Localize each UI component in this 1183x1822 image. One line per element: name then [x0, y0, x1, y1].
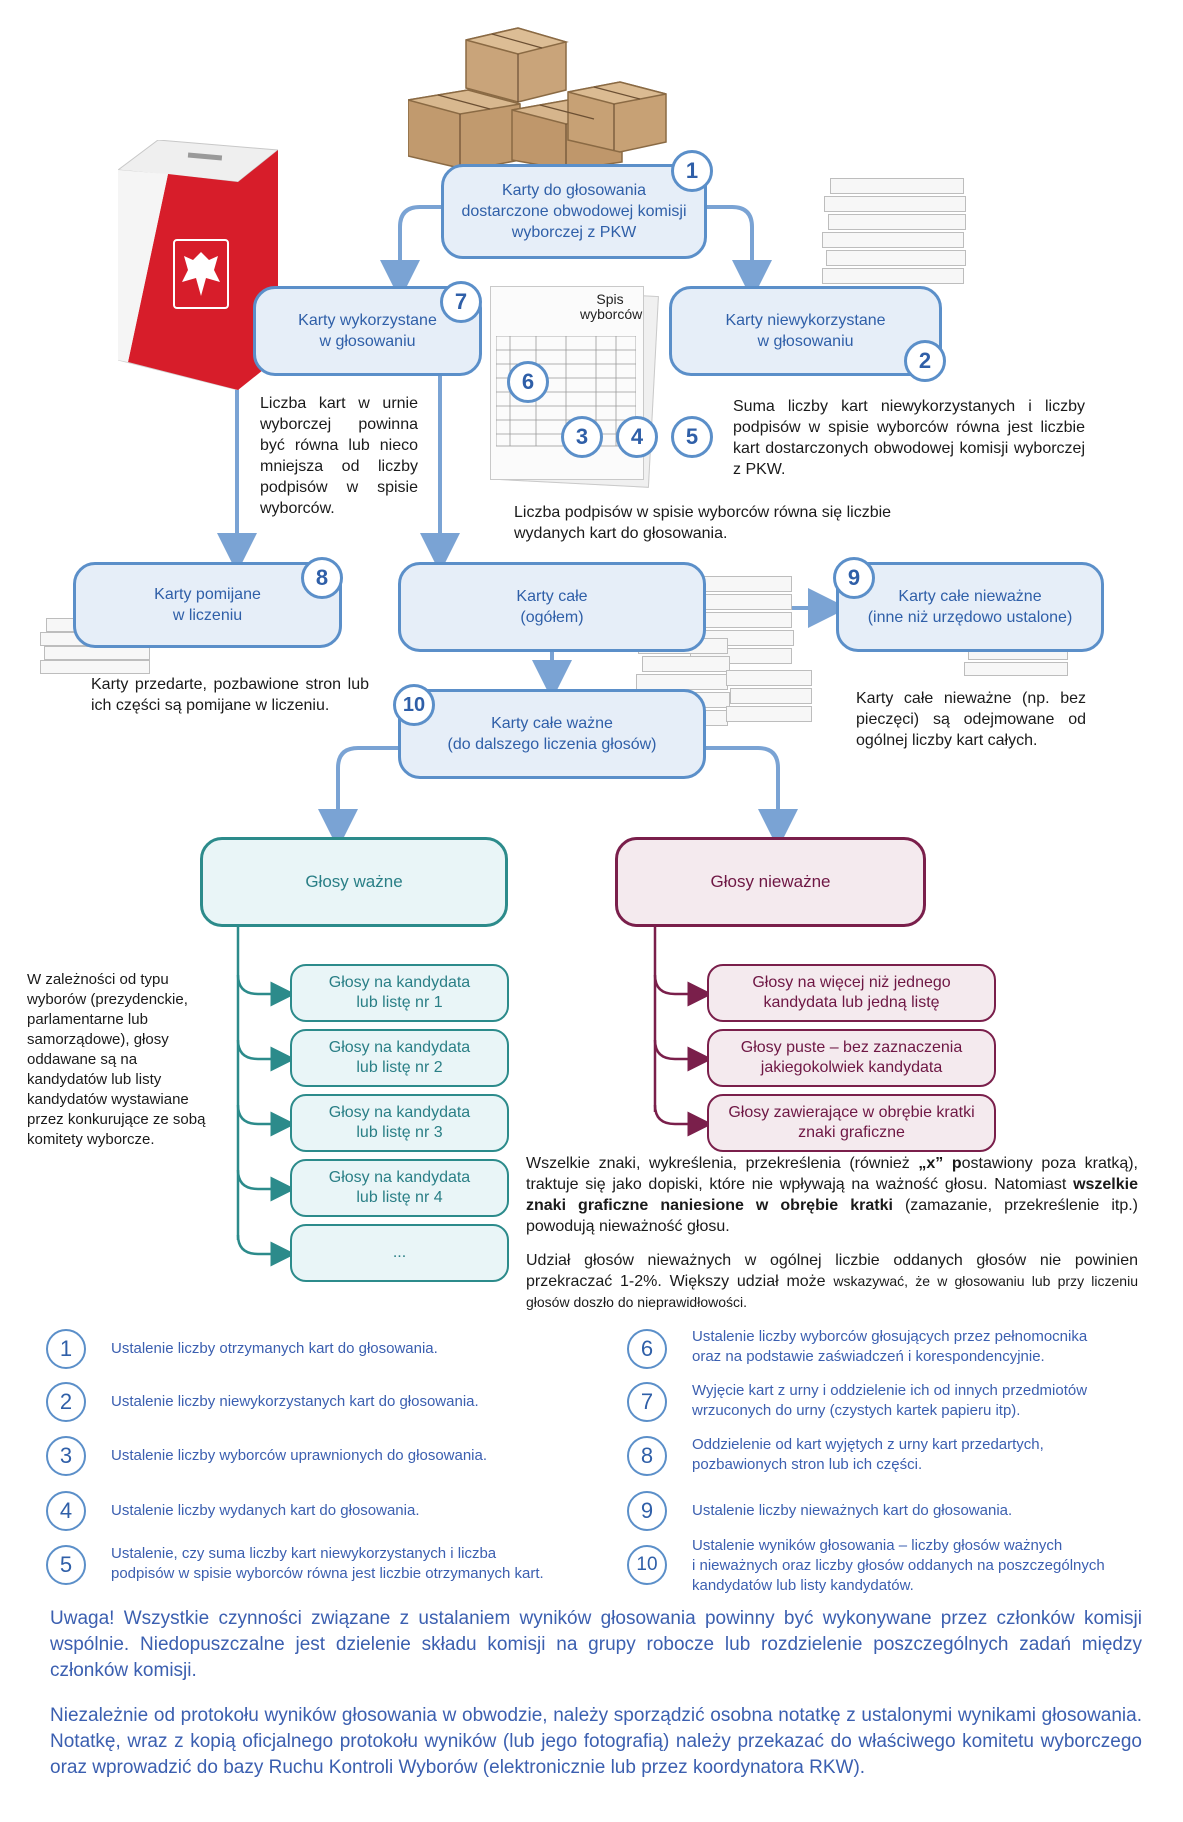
- step-number-9: 9: [833, 557, 875, 599]
- legend-text: Ustalenie wyników głosowania – liczby gł…: [692, 1537, 1105, 1594]
- legend-number: 2: [46, 1382, 86, 1422]
- valid-branch-1: [236, 974, 296, 1007]
- arrow-1-to-2: [705, 205, 772, 300]
- legend-number: 5: [46, 1545, 86, 1585]
- share-note: Udział głosów nieważnych w ogólnej liczb…: [526, 1252, 1138, 1310]
- step-number-8: 8: [301, 557, 343, 599]
- marks-note: Wszelkie znaki, wykreślenia, przekreślen…: [526, 1155, 1138, 1235]
- legend-number: 3: [46, 1436, 86, 1476]
- legend-number: 9: [627, 1491, 667, 1531]
- step-number-1: 1: [671, 150, 713, 192]
- legend: 1 Ustalenie liczby otrzymanych kart do g…: [0, 1320, 1183, 1610]
- legend-number: 1: [46, 1329, 86, 1369]
- valid-side-note: W zależności od typu wyborów (prezydenck…: [27, 971, 206, 1148]
- step-number-5: 5: [671, 416, 713, 458]
- step-number-6: 6: [507, 361, 549, 403]
- invalid-branch-2: [653, 1039, 713, 1072]
- legend-number: 8: [627, 1436, 667, 1476]
- legend-text: Wyjęcie kart z urny i oddzielenie ich od…: [692, 1382, 1088, 1419]
- arrow-10-to-valid: [318, 746, 398, 849]
- parcels-icon: [408, 27, 667, 170]
- notatka-note: Niezależnie od protokołu wyników głosowa…: [50, 1705, 1142, 1778]
- skipped-note: Karty przedarte, pozbawione stron lub ic…: [91, 676, 369, 714]
- ballot-box-icon: [118, 140, 278, 390]
- paper-stack-icon: [822, 178, 968, 298]
- legend-text: Ustalenie liczby niewykorzystanych kart …: [111, 1393, 479, 1410]
- legend-text: Ustalenie, czy suma liczby kart niewykor…: [111, 1545, 544, 1582]
- arrow-10-to-invalid: [705, 746, 798, 849]
- unused-note: Suma liczby kart niewykorzystanych i lic…: [733, 398, 1085, 478]
- legend-text: Ustalenie liczby wyborców uprawnionych d…: [111, 1447, 488, 1464]
- invalid-branch-3: [653, 1104, 713, 1137]
- box-whole-invalid-cards: Karty całe nieważne(inne niż urzędowo us…: [836, 562, 1104, 652]
- arrow-1-to-7: [380, 205, 443, 300]
- legend-number: 7: [627, 1382, 667, 1422]
- uwaga-note: Uwaga! Wszystkie czynności związane z us…: [50, 1608, 1142, 1681]
- invalid-votes-header: Głosy nieważne: [615, 837, 926, 927]
- legend-text: Ustalenie liczby nieważnych kart do głos…: [692, 1502, 1013, 1519]
- valid-item: ...: [290, 1224, 509, 1282]
- step-number-4: 4: [616, 416, 658, 458]
- valid-votes-header: Głosy ważne: [200, 837, 508, 927]
- invalid-branch-1: [653, 974, 713, 1007]
- step-number-3: 3: [561, 416, 603, 458]
- legend-text: Ustalenie liczby wydanych kart do głosow…: [111, 1502, 420, 1519]
- legend-text: Oddzielenie od kart wyjętych z urny kart…: [692, 1436, 1044, 1473]
- step-number-10: 10: [393, 684, 435, 726]
- valid-branch-2: [236, 1039, 296, 1072]
- eagle-emblem-icon: [173, 239, 229, 309]
- legend-text: Ustalenie liczby otrzymanych kart do gło…: [111, 1340, 438, 1357]
- signatures-note: Liczba podpisów w spisie wyborców równa …: [514, 504, 892, 542]
- legend-number: 4: [46, 1491, 86, 1531]
- legend-number: 10: [627, 1545, 667, 1585]
- valid-branch-4: [236, 1169, 296, 1202]
- valid-branch-5: [236, 1234, 296, 1267]
- step-number-7: 7: [440, 281, 482, 323]
- box-whole-cards: Karty całe(ogółem): [398, 562, 706, 652]
- legend-text: Ustalenie liczby wyborców głosujących pr…: [692, 1328, 1088, 1365]
- box-whole-valid-cards: Karty całe ważne(do dalszego liczenia gł…: [398, 689, 706, 779]
- step-number-2: 2: [904, 340, 946, 382]
- invalid-cards-note: Karty całe nieważne (np. bez pieczęci) s…: [856, 690, 1086, 749]
- valid-branch-3: [236, 1104, 296, 1137]
- urn-note: Liczba kart w urnie wyborczej powinna by…: [260, 395, 418, 517]
- legend-number: 6: [627, 1329, 667, 1369]
